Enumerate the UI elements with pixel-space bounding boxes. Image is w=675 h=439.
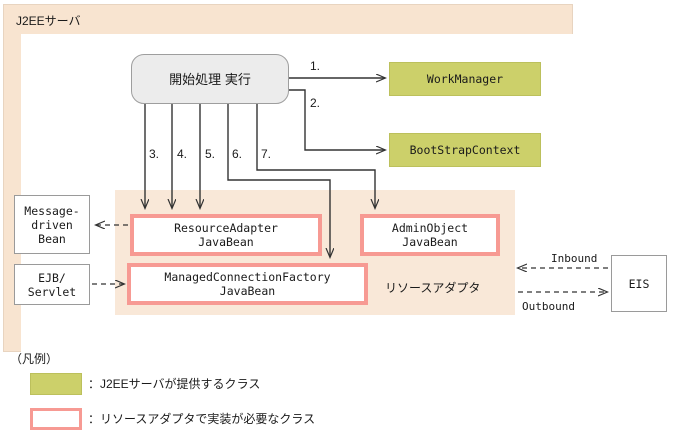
- j2ee-server-title: J2EEサーバ: [16, 14, 81, 28]
- message-driven-bean-line3: Bean: [38, 231, 66, 246]
- legend-text-adapter-class: ：リソースアダプタで実装が必要なクラス: [88, 412, 316, 426]
- step-number-3: 3.: [149, 147, 160, 161]
- managed-connection-factory-javabean-box[interactable]: ManagedConnectionFactory JavaBean: [127, 263, 368, 305]
- ejb-servlet-box[interactable]: EJB/ Servlet: [14, 264, 90, 305]
- message-driven-bean-line1: Message-: [24, 203, 80, 218]
- ejb-servlet-line1: EJB/: [38, 270, 66, 285]
- admin-object-javabean-line1: AdminObject: [391, 221, 469, 235]
- resource-adapter-label: リソースアダプタ: [385, 281, 481, 295]
- managed-connection-factory-javabean-line2: JavaBean: [219, 284, 276, 298]
- eis-box[interactable]: EIS: [611, 255, 667, 312]
- bootstrap-context-label: BootStrapContext: [409, 143, 521, 157]
- resource-adapter-javabean-box[interactable]: ResourceAdapter JavaBean: [130, 214, 322, 256]
- inbound-label: Inbound: [551, 252, 598, 265]
- legend-text-server-class: ：J2EEサーバが提供するクラス: [88, 377, 261, 391]
- step-number-1: 1.: [310, 59, 321, 73]
- resource-adapter-javabean-line1: ResourceAdapter: [174, 221, 278, 235]
- legend-title: （凡例）: [10, 352, 59, 366]
- step-number-6: 6.: [232, 147, 243, 161]
- start-process-node[interactable]: 開始処理 実行: [131, 54, 289, 104]
- ejb-servlet-line2: Servlet: [27, 284, 77, 299]
- work-manager-label: WorkManager: [426, 72, 504, 86]
- work-manager-box[interactable]: WorkManager: [389, 62, 541, 96]
- message-driven-bean-box[interactable]: Message- driven Bean: [14, 195, 90, 254]
- eis-label: EIS: [628, 276, 650, 291]
- step-number-5: 5.: [205, 147, 216, 161]
- start-process-line2: 実行: [224, 71, 251, 87]
- admin-object-javabean-box[interactable]: AdminObject JavaBean: [360, 214, 500, 256]
- bootstrap-context-box[interactable]: BootStrapContext: [389, 133, 541, 167]
- start-process-line1: 開始処理: [169, 71, 222, 87]
- step-number-2: 2.: [310, 96, 321, 110]
- admin-object-javabean-line2: JavaBean: [402, 235, 458, 249]
- legend-swatch-adapter-class: [30, 408, 82, 430]
- message-driven-bean-line2: driven: [31, 217, 73, 232]
- managed-connection-factory-javabean-line1: ManagedConnectionFactory: [164, 270, 331, 284]
- step-number-4: 4.: [177, 147, 188, 161]
- outbound-label: Outbound: [522, 300, 575, 313]
- resource-adapter-javabean-line2: JavaBean: [198, 235, 254, 249]
- legend-swatch-server-class: [30, 373, 82, 395]
- step-number-7: 7.: [261, 147, 272, 161]
